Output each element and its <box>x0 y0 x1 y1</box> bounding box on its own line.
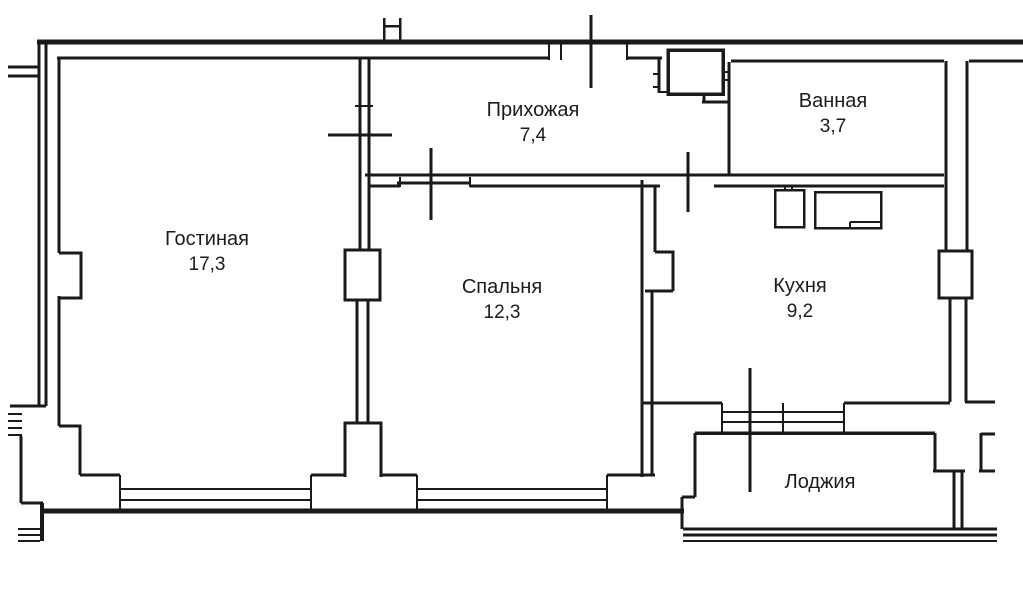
room-label-hallway: Прихожая 7,4 <box>487 97 580 149</box>
entrance-door-jambs <box>548 42 628 60</box>
bedroom-window <box>416 475 608 511</box>
corridor-wall <box>365 173 944 188</box>
room-area: 7,4 <box>519 125 547 146</box>
room-name: Ванная <box>798 90 868 112</box>
kitchen-fixture-large <box>813 190 883 230</box>
vent-shaft <box>653 48 725 96</box>
living-room-walls <box>57 58 655 477</box>
bathroom-left-wall <box>702 62 731 175</box>
bedroom-door-mark <box>397 148 471 220</box>
room-name: Кухня <box>773 275 827 297</box>
kitchen-window <box>721 403 845 433</box>
room-area: 9,2 <box>786 301 814 322</box>
loggia-walls <box>680 431 965 529</box>
room-label-living-room: Гостиная 17,3 <box>165 226 249 278</box>
room-name: Спальня <box>461 276 543 298</box>
wall-break-hatch-left <box>8 413 22 436</box>
living-room-door-mark <box>328 105 392 137</box>
living-bedroom-partition <box>343 58 383 477</box>
room-label-bedroom: Спальня 12,3 <box>462 274 542 326</box>
loggia-railing <box>683 527 997 542</box>
wall-break-hatch-bottom-left <box>18 528 40 542</box>
room-label-bathroom: Ванная 3,7 <box>799 88 868 140</box>
room-name: Лоджия <box>784 471 856 493</box>
room-name: Прихожая <box>486 99 580 121</box>
room-area: 12,3 <box>483 302 521 323</box>
living-room-window <box>119 475 312 511</box>
room-name: Гостиная <box>165 228 249 250</box>
room-label-kitchen: Кухня 9,2 <box>773 273 827 325</box>
bedroom-kitchen-wall <box>640 180 675 477</box>
neighbor-loggia-wall <box>979 432 995 473</box>
kitchen-fixture-small <box>773 186 806 229</box>
chimney-vent-mark <box>382 18 402 42</box>
room-area: 17,3 <box>188 254 226 275</box>
room-label-loggia: Лоджия <box>785 469 856 495</box>
party-wall-right <box>937 59 1023 404</box>
outer-left-wall <box>8 42 48 505</box>
room-area: 3,7 <box>819 116 847 137</box>
bathroom-walls <box>731 59 948 251</box>
